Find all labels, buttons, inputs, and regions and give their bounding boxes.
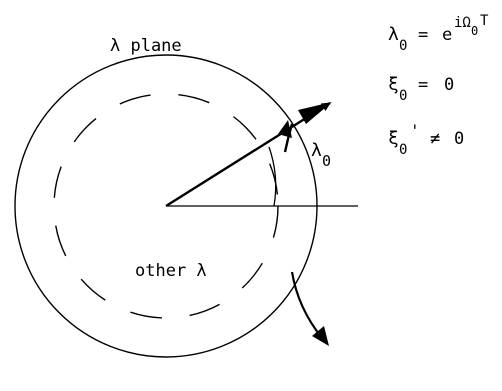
eq1-exponent-tail: T bbox=[480, 13, 489, 29]
eq1-relation: = bbox=[418, 25, 428, 45]
plane-label: λ plane bbox=[110, 36, 182, 56]
eq1-exponent-subscript: 0 bbox=[471, 24, 478, 38]
equation-xi0-prime: ξ 0 ' ≠ 0 bbox=[388, 121, 464, 158]
eq3-lhs-subscript: 0 bbox=[399, 142, 407, 158]
equation-xi0: ξ 0 = 0 bbox=[388, 74, 454, 104]
eq1-exponent: iΩ bbox=[454, 15, 471, 31]
eq3-lhs: ξ bbox=[388, 128, 399, 149]
eq2-lhs-subscript: 0 bbox=[399, 88, 407, 104]
eq1-lhs: λ bbox=[388, 24, 399, 45]
lambda0-arrowhead bbox=[298, 102, 332, 124]
tangent-arrowhead bbox=[278, 120, 292, 138]
eq2-rhs: 0 bbox=[444, 75, 454, 95]
equation-lambda0: λ 0 = e iΩ 0 T bbox=[388, 13, 489, 54]
eq2-relation: = bbox=[418, 75, 428, 95]
lambda0-vector bbox=[165, 101, 331, 208]
region-label: other λ bbox=[135, 261, 207, 281]
point-label: λ bbox=[311, 140, 322, 161]
tangent-arrow bbox=[283, 123, 294, 153]
point-label-subscript: 0 bbox=[322, 152, 331, 170]
eq1-base: e bbox=[442, 25, 452, 45]
eq1-lhs-subscript: 0 bbox=[399, 38, 407, 54]
eq3-relation: ≠ bbox=[430, 129, 440, 149]
angle-arc bbox=[268, 146, 277, 207]
eq2-lhs: ξ bbox=[388, 74, 399, 95]
exit-arrowhead bbox=[312, 326, 329, 346]
eq3-rhs: 0 bbox=[454, 129, 464, 149]
eq3-prime: ' bbox=[410, 121, 420, 140]
